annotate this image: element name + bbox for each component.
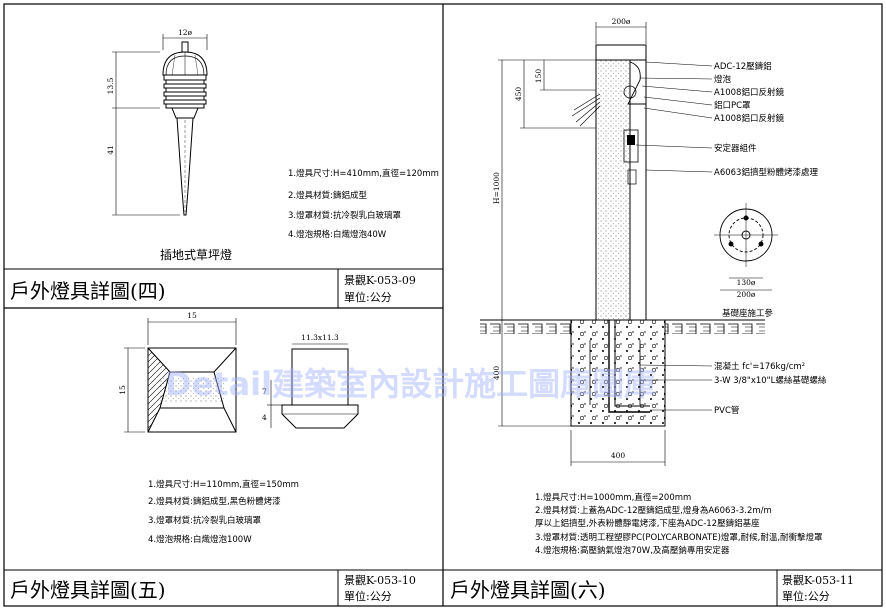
- panel-5-code: 景觀K-053-10: [344, 574, 416, 587]
- dim6-plan-w2: 200ø: [737, 290, 756, 299]
- panel-6-code: 景觀K-053-11: [782, 574, 854, 587]
- note-1: 1.燈具尺寸:H=410mm,直徑=120mm: [288, 168, 439, 179]
- foundation-plan: [714, 203, 778, 291]
- panel-6-unit: 單位:公分: [782, 589, 830, 603]
- note6-1: 1.燈具尺寸:H=1000mm,直徑=200mm: [535, 492, 691, 503]
- panel-4-title: 戶外燈具詳圖(四): [10, 279, 166, 303]
- panel-5-title: 戶外燈具詳圖(五): [10, 578, 166, 602]
- dim6-450: 450: [514, 87, 523, 102]
- concrete-base: [570, 319, 666, 427]
- panel-5-dimensions: [124, 318, 348, 433]
- bollard-pole: [571, 44, 647, 321]
- panel-4-dimensions: [112, 34, 208, 216]
- note6-3: 厚以上鋁擠型,外表粉體靜電烤漆,下座為ADC-12壓鑄鋁基座: [535, 518, 760, 529]
- label-leaders: [635, 61, 713, 411]
- note6-4: 3.燈罩材質:透明工程塑膠PC(POLYCARBONATE)燈罩,耐候,耐溫,耐…: [535, 532, 823, 543]
- panel-6: ADC-12壓鑄鋁 燈泡 A1008鋁口反射鏡 鋁口PC罩 A1008鋁口反射鏡…: [443, 17, 882, 606]
- note5-4: 4.燈泡規格:白熾燈泡100W: [148, 534, 252, 545]
- step-light-section: [281, 348, 359, 429]
- lawn-lamp-drawing: [162, 41, 208, 216]
- panel-4: 12ø 13.5 41 插地式草坪燈 1.燈具尺寸:H=410mm,直徑=120…: [4, 28, 443, 308]
- dim6-total-height: H=1000: [492, 172, 501, 204]
- label-bulb: 燈泡: [714, 74, 732, 85]
- dim-top-width: 12ø: [178, 28, 193, 37]
- label-concrete: 混凝土 fc'=176kg/cm²: [714, 361, 805, 372]
- panel-4-unit: 單位:公分: [344, 290, 392, 304]
- label-ballast: 安定器組件: [714, 143, 757, 154]
- panel-6-dimensions: [498, 22, 666, 466]
- note6-5: 4.燈泡規格:高壓鈉氣燈泡70W,及高壓鈉專用安定器: [535, 545, 730, 556]
- pvc-pipe: [608, 320, 650, 413]
- step-light-plan: [147, 347, 237, 433]
- soil-right: [665, 320, 765, 334]
- label-adc12: ADC-12壓鑄鋁: [714, 61, 772, 72]
- dim6-base-width: 400: [611, 451, 626, 460]
- label-pvc: PVC管: [714, 405, 739, 416]
- note5-3: 3.燈罩材質:抗冷裂乳白玻璃罩: [148, 515, 261, 526]
- label-reflector-1: A1008鋁口反射鏡: [714, 87, 784, 98]
- soil-left: [480, 320, 571, 334]
- note-2: 2.燈具材質:鑄鋁成型: [288, 190, 367, 201]
- panel-4-code: 景觀K-053-09: [344, 274, 416, 287]
- label-anchor-bolt: 3-W 3/8"x10"L螺絲基礎螺絲: [714, 375, 827, 386]
- note6-2: 2.燈具材質:上蓋為ADC-12壓鑄鋁成型,燈身為A6063-3.2m/m: [535, 505, 772, 516]
- plan-caption: 基礎座施工參: [722, 308, 774, 319]
- lamp-caption: 插地式草坪燈: [160, 247, 232, 262]
- panel-5: 15 15 11.3x11.3 7 4 1.燈具尺寸:H=110mm,直徑=15…: [4, 311, 443, 606]
- dim5-section-width: 11.3x11.3: [301, 333, 339, 342]
- dim5-side-height: 15: [118, 385, 127, 395]
- watermark: Detail建築室內設計施工圖庫圖庫: [165, 365, 656, 403]
- panel-6-title: 戶外燈具詳圖(六): [450, 578, 606, 602]
- note-3: 3.燈罩材質:抗冷裂乳白玻璃罩: [288, 210, 401, 221]
- dim5-section-h2: 4: [262, 413, 267, 422]
- dim5-section-h1: 7: [262, 387, 267, 396]
- panel-5-unit: 單位:公分: [344, 589, 392, 603]
- dim-total-height: 41: [106, 145, 115, 155]
- note5-1: 1.燈具尺寸:H=110mm,直徑=150mm: [148, 479, 299, 490]
- label-reflector-2: A1008鋁口反射鏡: [714, 113, 784, 124]
- note-4: 4.燈泡規格:白熾燈泡40W: [288, 229, 387, 240]
- dim6-base-height: 400: [492, 366, 501, 381]
- dim5-top-width: 15: [187, 311, 197, 320]
- dim6-top-width: 200ø: [612, 17, 631, 26]
- dim6-150: 150: [534, 69, 543, 84]
- dim6-plan-w1: 130ø: [737, 278, 756, 287]
- label-a6063: A6063鋁擠型粉體烤漆處理: [714, 167, 818, 178]
- label-pc-cover: 鋁口PC罩: [714, 100, 751, 111]
- dim-head-height: 13.5: [106, 77, 115, 94]
- note5-2: 2.燈具材質:鑄鋁成型,黑色粉體烤漆: [148, 496, 281, 507]
